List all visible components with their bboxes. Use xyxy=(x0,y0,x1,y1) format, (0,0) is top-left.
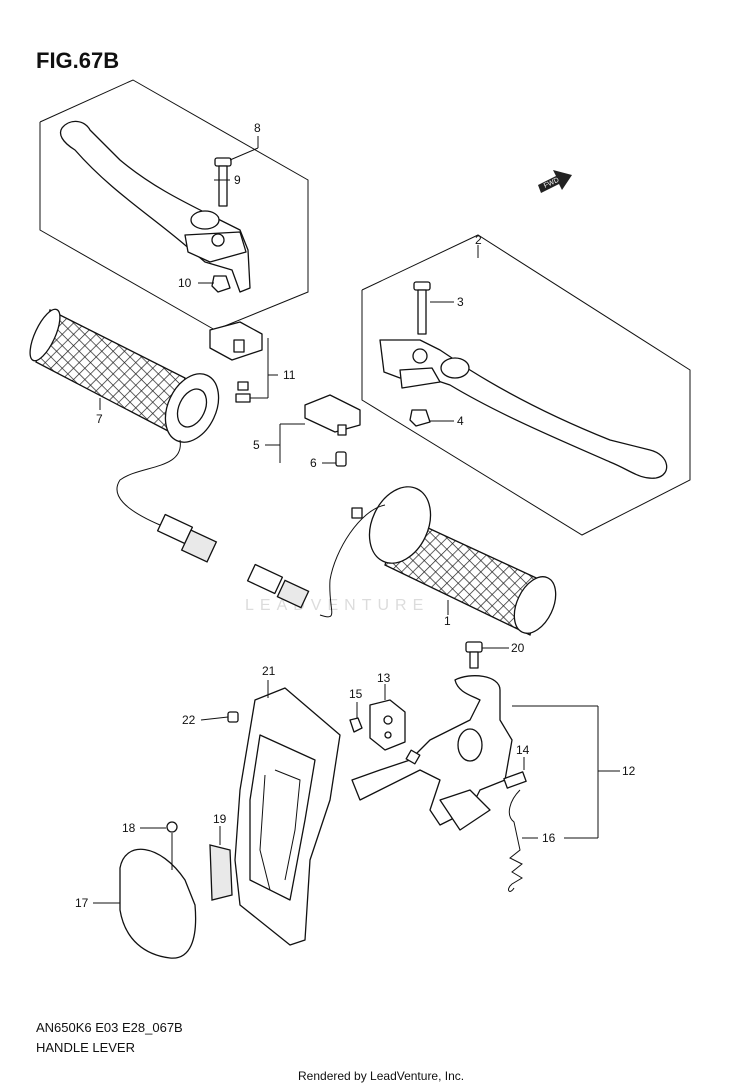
screw-6 xyxy=(335,451,347,467)
callout-17: 17 xyxy=(75,896,89,910)
fwd-label: FWD xyxy=(543,177,560,190)
leader-lines xyxy=(93,136,620,904)
watermark: LEADVENTURE xyxy=(245,597,429,614)
switch-11 xyxy=(209,321,263,361)
callout-21: 21 xyxy=(262,664,276,678)
bolt-9 xyxy=(214,157,232,207)
cover-21 xyxy=(234,687,341,946)
callout-5: 5 xyxy=(253,438,260,452)
spring-16 xyxy=(508,789,523,892)
callout-22: 22 xyxy=(182,713,196,727)
callout-1: 1 xyxy=(444,614,451,628)
callout-3: 3 xyxy=(457,295,464,309)
callout-16: 16 xyxy=(542,831,556,845)
right-lever-assembly xyxy=(361,234,691,536)
switch-5 xyxy=(304,394,361,436)
cover-17 xyxy=(119,848,197,959)
rendered-by: Rendered by LeadVenture, Inc. xyxy=(298,1069,464,1083)
callout-7: 7 xyxy=(96,412,103,426)
bracket-assembly xyxy=(351,675,513,831)
nut-15 xyxy=(349,717,363,733)
callout-14: 14 xyxy=(516,743,530,757)
callout-8: 8 xyxy=(254,121,261,135)
callout-18: 18 xyxy=(122,821,136,835)
screw-11 xyxy=(235,381,251,403)
callout-15: 15 xyxy=(349,687,363,701)
nut-4 xyxy=(409,409,431,427)
callout-9: 9 xyxy=(234,173,241,187)
callout-13: 13 xyxy=(377,671,391,685)
callout-20: 20 xyxy=(511,641,525,655)
left-grip xyxy=(29,308,220,563)
nut-10 xyxy=(211,275,231,293)
callout-19: 19 xyxy=(213,812,227,826)
figure-title: FIG.67B xyxy=(36,48,119,73)
model-code: AN650K6 E03 E28_067B xyxy=(36,1020,183,1035)
screw-18 xyxy=(166,821,178,833)
bolt-3 xyxy=(413,281,431,335)
callout-2: 2 xyxy=(475,233,482,247)
left-lever-assembly xyxy=(39,79,309,331)
callout-4: 4 xyxy=(457,414,464,428)
fwd-arrow-icon: FWD xyxy=(538,170,572,193)
callout-10: 10 xyxy=(178,276,192,290)
switch-13 xyxy=(369,699,406,751)
screw-22 xyxy=(227,711,239,723)
part-name: HANDLE LEVER xyxy=(36,1040,135,1055)
bolt-20 xyxy=(465,641,483,669)
callout-6: 6 xyxy=(310,456,317,470)
bolt-14 xyxy=(503,771,527,789)
plate-19 xyxy=(209,844,233,901)
callout-11: 11 xyxy=(283,368,296,382)
right-grip xyxy=(246,486,557,636)
callout-12: 12 xyxy=(622,764,636,778)
